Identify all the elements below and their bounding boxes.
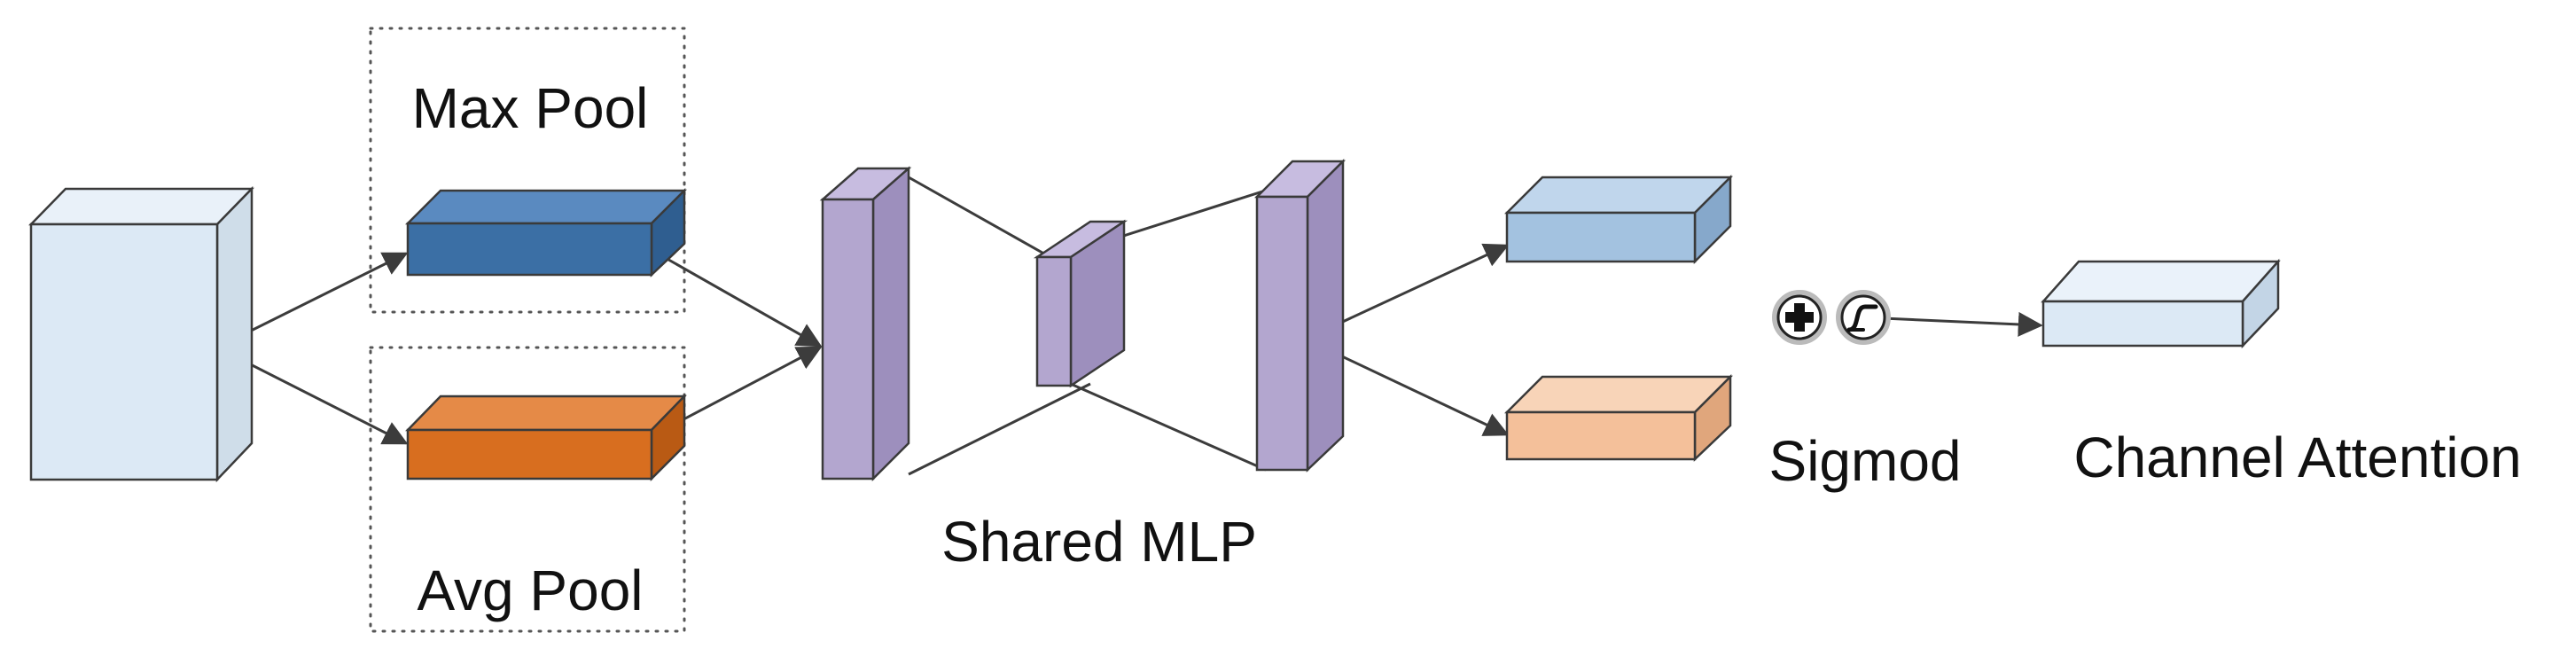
max-pool-front [406, 222, 653, 277]
mlp-funnel-bottom-left [908, 382, 1091, 476]
max-output-front [1505, 211, 1697, 263]
max-output-block [1503, 174, 1734, 265]
avg-output-front [1505, 410, 1697, 461]
channel-attention-block [2041, 258, 2281, 349]
max-pool-label: Max Pool [412, 76, 649, 140]
mlp-input-layer [819, 166, 912, 482]
edge-max-pool-to-mlp [651, 248, 823, 348]
sigmoid-curve-icon [1836, 290, 1891, 345]
edge-sigmoid-to-attention [1862, 311, 2043, 337]
mlp-input-front [821, 198, 875, 480]
mlp-funnel-top-left [908, 176, 1056, 262]
max-pool-frame [369, 27, 686, 314]
input-feature-block [28, 185, 254, 483]
input-feature-front [29, 223, 219, 481]
channel-attention-label: Channel Attention [2073, 426, 2521, 489]
mlp-funnel-bottom-right [1072, 383, 1267, 472]
max-pool-block [404, 187, 688, 277]
avg-pool-frame [369, 346, 686, 633]
avg-pool-label: Avg Pool [418, 559, 644, 622]
avg-output-block [1503, 373, 1734, 462]
mlp-hidden-layer [1033, 219, 1128, 388]
avg-pool-block [405, 393, 687, 482]
sigmoid-label: Sigmod [1769, 429, 1962, 493]
channel-attention-front [2041, 300, 2244, 348]
mlp-hidden-front [1035, 255, 1073, 387]
mlp-output-layer [1253, 158, 1347, 473]
shared-mlp-label: Shared MLP [941, 510, 1257, 574]
plus-circle-icon [1772, 290, 1827, 345]
avg-pool-front [406, 428, 653, 480]
mlp-output-front [1255, 195, 1309, 472]
